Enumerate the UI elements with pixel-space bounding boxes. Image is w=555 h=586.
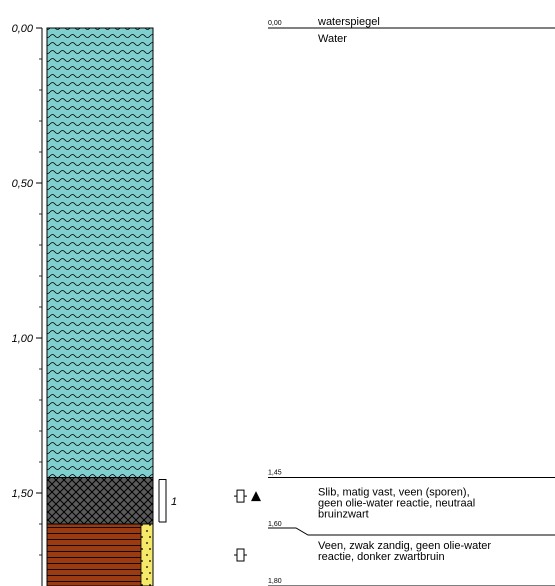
level-label: 1,45	[268, 470, 282, 477]
description-line: bruinzwart	[318, 509, 369, 521]
depth-axis: 0,00 0,50 1,00 1,50	[12, 23, 43, 586]
sample-marker: 1	[158, 479, 177, 523]
level-label: 1,80	[268, 578, 282, 585]
layer-crosshatch	[46, 477, 154, 525]
level-label: 1,60	[268, 521, 282, 528]
crosshatch-pattern	[47, 477, 153, 524]
description-line: Slib, matig vast, veen (sporen),	[318, 487, 470, 499]
sample-bracket	[158, 479, 167, 523]
boundary-line	[268, 527, 555, 536]
peat-pattern	[47, 524, 141, 586]
description-line: Veen, zwak zandig, geen olie-water	[318, 540, 491, 552]
depth-tick-label: 0,00	[12, 23, 34, 35]
water-pattern	[47, 28, 153, 478]
layer-peat-sandy	[46, 523, 154, 586]
layer-description: 1,80	[268, 578, 555, 586]
depth-tick-label: 1,50	[12, 488, 34, 500]
sand-dots-pattern	[141, 524, 153, 586]
description-line: reactie, donker zwartbruin	[318, 551, 445, 563]
triangle-icon	[251, 491, 261, 502]
description-line: Water	[318, 33, 347, 45]
description-line: geen olie-water reactie, neutraal	[318, 498, 475, 510]
depth-tick-label: 1,00	[12, 333, 34, 345]
soil-column	[46, 27, 154, 586]
symbol-column	[234, 489, 261, 562]
description-line: waterspiegel	[317, 16, 380, 28]
level-label: 0,00	[268, 20, 282, 27]
depth-tick-label: 0,50	[12, 178, 34, 190]
sample-box-icon	[234, 548, 247, 562]
sample-box-icon	[234, 489, 247, 503]
layer-border	[46, 523, 154, 586]
layer-water	[46, 27, 154, 478]
sample-number: 1	[171, 496, 177, 508]
